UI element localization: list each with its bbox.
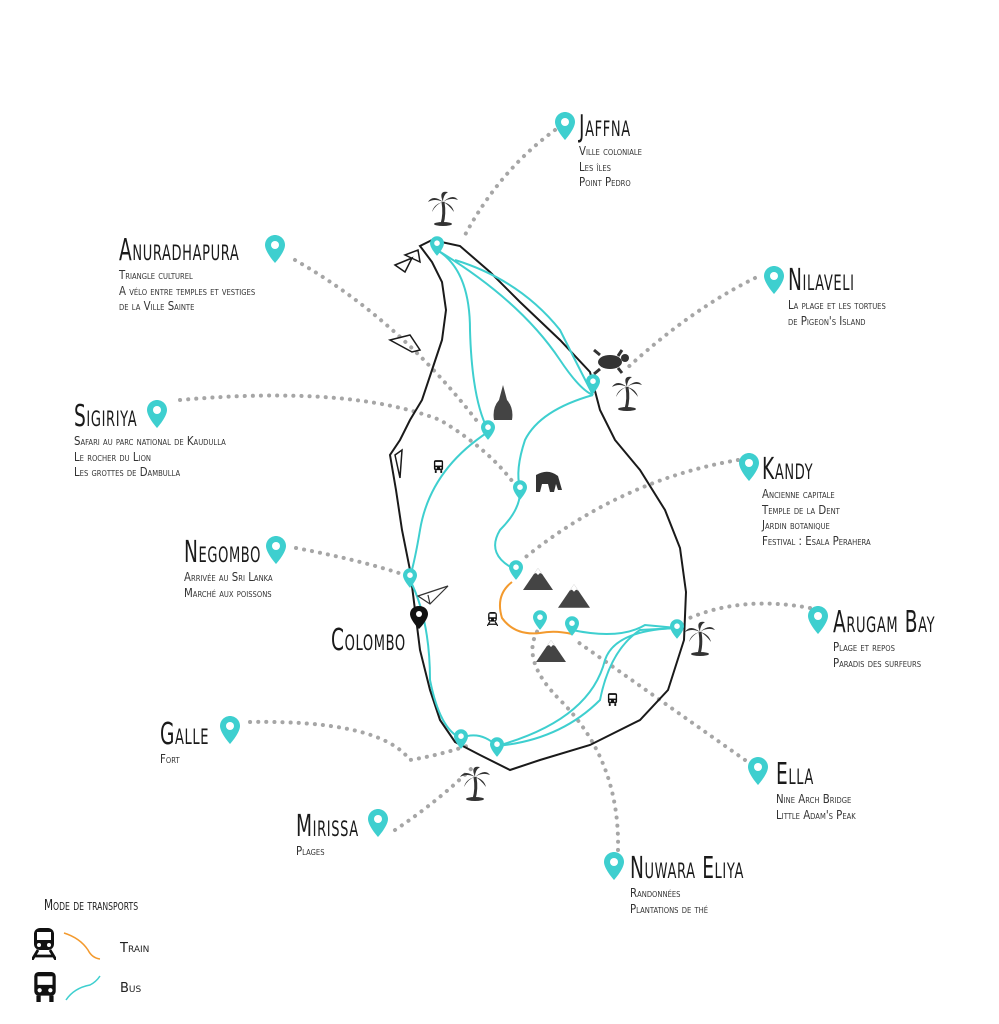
palm-tree-icon — [612, 375, 642, 411]
place-name: Mirissa — [296, 809, 359, 844]
place-label-ella: Ella Nine Arch Bridge Little Adam's Peak — [776, 760, 870, 823]
place-label-anuradhapura: Anuradhapura Triangle culturel A vélo en… — [119, 236, 313, 315]
place-detail: Le rocher du Lion — [74, 449, 152, 464]
city-name: Colombo — [331, 623, 406, 658]
elephant-icon — [536, 471, 562, 492]
place-detail: de la Ville Sainte — [119, 299, 195, 313]
bus-routes — [409, 249, 678, 747]
place-name: Kandy — [762, 452, 814, 487]
place-detail: Plages — [296, 844, 325, 858]
place-detail: Jardin botanique — [762, 518, 830, 532]
legend-train-line — [63, 932, 101, 960]
place-detail: Arrivée au Sri Lanka — [184, 570, 273, 584]
place-detail: A vélo entre temples et vestiges — [119, 283, 256, 298]
label-pins — [147, 112, 828, 880]
place-detail: Les îles — [579, 159, 611, 174]
place-detail: Ancienne capitale — [762, 487, 835, 501]
train-route — [499, 581, 573, 635]
place-detail: Fort — [160, 752, 180, 766]
place-name: Arugam Bay — [833, 605, 936, 640]
place-detail: Les grottes de Dambulla — [74, 465, 181, 479]
place-detail: Festival : Esala Perahera — [762, 533, 871, 548]
island-outline — [388, 238, 688, 772]
bus-icon — [433, 460, 444, 473]
legend-title: Mode de transports — [44, 896, 139, 914]
place-detail: Paradis des surfeurs — [833, 655, 922, 670]
place-detail: La plage et les tortues — [788, 298, 886, 312]
place-label-arugam-bay: Arugam Bay Plage et repos Paradis des su… — [833, 608, 998, 671]
place-name: Negombo — [184, 535, 262, 570]
place-detail: de Pigeon's Island — [788, 313, 866, 328]
place-label-sigiriya: Sigiriya Safari au parc national de Kaud… — [74, 402, 253, 481]
palm-tree-icon — [685, 620, 715, 656]
place-detail: Safari au parc national de Kaudulla — [74, 434, 226, 448]
legend-train-label: Train — [120, 941, 150, 956]
place-detail: Nine Arch Bridge — [776, 792, 852, 806]
place-detail: Little Adam's Peak — [776, 807, 856, 822]
legend-train-icon — [32, 928, 56, 960]
place-name: Ella — [776, 757, 814, 792]
stupa-icon — [493, 385, 513, 420]
place-name: Jaffna — [579, 109, 631, 144]
city-label-colombo: Colombo — [331, 626, 452, 658]
turtle-icon — [593, 348, 629, 376]
place-detail: Randonnées — [630, 886, 681, 900]
mountain-icon — [558, 584, 590, 608]
place-detail: Triangle culturel — [119, 268, 193, 282]
place-label-negombo: Negombo Arrivée au Sri Lanka Marché aux … — [184, 538, 308, 601]
place-name: Nuwara Eliya — [630, 851, 744, 886]
legend-bus-icon — [34, 972, 56, 1002]
place-label-kandy: Kandy Ancienne capitale Temple de la Den… — [762, 455, 890, 549]
legend-bus-label: Bus — [120, 981, 142, 996]
place-detail: Ville coloniale — [579, 144, 642, 158]
place-name: Nilaveli — [788, 263, 855, 298]
colombo-pin-icon — [410, 606, 428, 629]
train-icon — [487, 612, 498, 626]
paper-plane-icon — [416, 585, 449, 605]
place-name: Galle — [160, 717, 210, 752]
place-label-mirissa: Mirissa Plages — [296, 812, 397, 860]
mountain-icon — [523, 568, 553, 590]
islets — [387, 248, 422, 479]
place-detail: Point Pedro — [579, 175, 631, 189]
mountain-icon — [536, 640, 566, 662]
place-detail: Plage et repos — [833, 640, 895, 654]
place-label-nilaveli: Nilaveli La plage et les tortues de Pige… — [788, 266, 903, 329]
legend-bus-line — [65, 975, 101, 1001]
place-label-galle: Galle Fort — [160, 720, 239, 768]
place-detail: Temple de la Dent — [762, 502, 840, 517]
bus-icon — [607, 693, 618, 706]
place-label-nuwara-eliya: Nuwara Eliya Randonnées Plantations de t… — [630, 854, 814, 917]
palm-tree-icon — [460, 765, 490, 801]
palm-tree-icon — [428, 190, 458, 226]
place-name: Anuradhapura — [119, 233, 240, 268]
place-detail: Plantations de thé — [630, 901, 709, 916]
place-detail: Marché aux poissons — [184, 585, 272, 600]
place-name: Sigiriya — [74, 399, 138, 434]
place-label-jaffna: Jaffna Ville coloniale Les îles Point Pe… — [579, 112, 662, 191]
